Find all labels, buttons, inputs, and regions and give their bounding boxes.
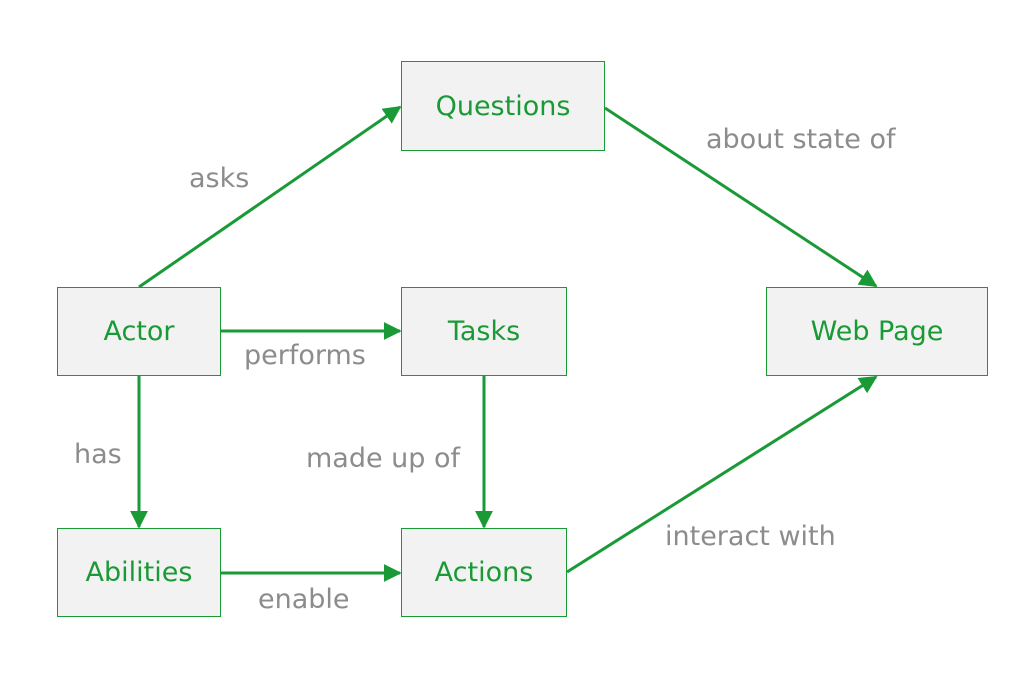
edge-label-asks: asks — [189, 163, 250, 194]
edge-label-made-up-of: made up of — [306, 443, 461, 474]
node-abilities: Abilities — [57, 528, 221, 617]
edge-label-interact-with: interact with — [665, 521, 836, 552]
node-actor: Actor — [57, 287, 221, 376]
edge-label-has: has — [74, 439, 122, 470]
edge-actions-webpage — [566, 375, 878, 574]
node-actions: Actions — [401, 528, 567, 617]
edge-label-performs: performs — [244, 340, 366, 371]
node-tasks: Tasks — [401, 287, 567, 376]
node-web-page: Web Page — [766, 287, 988, 376]
edge-actor-questions — [138, 105, 402, 289]
edge-label-enable: enable — [258, 584, 350, 615]
edge-label-about-state-of: about state of — [706, 124, 896, 155]
node-questions: Questions — [401, 61, 605, 151]
edge-questions-webpage — [604, 106, 878, 288]
